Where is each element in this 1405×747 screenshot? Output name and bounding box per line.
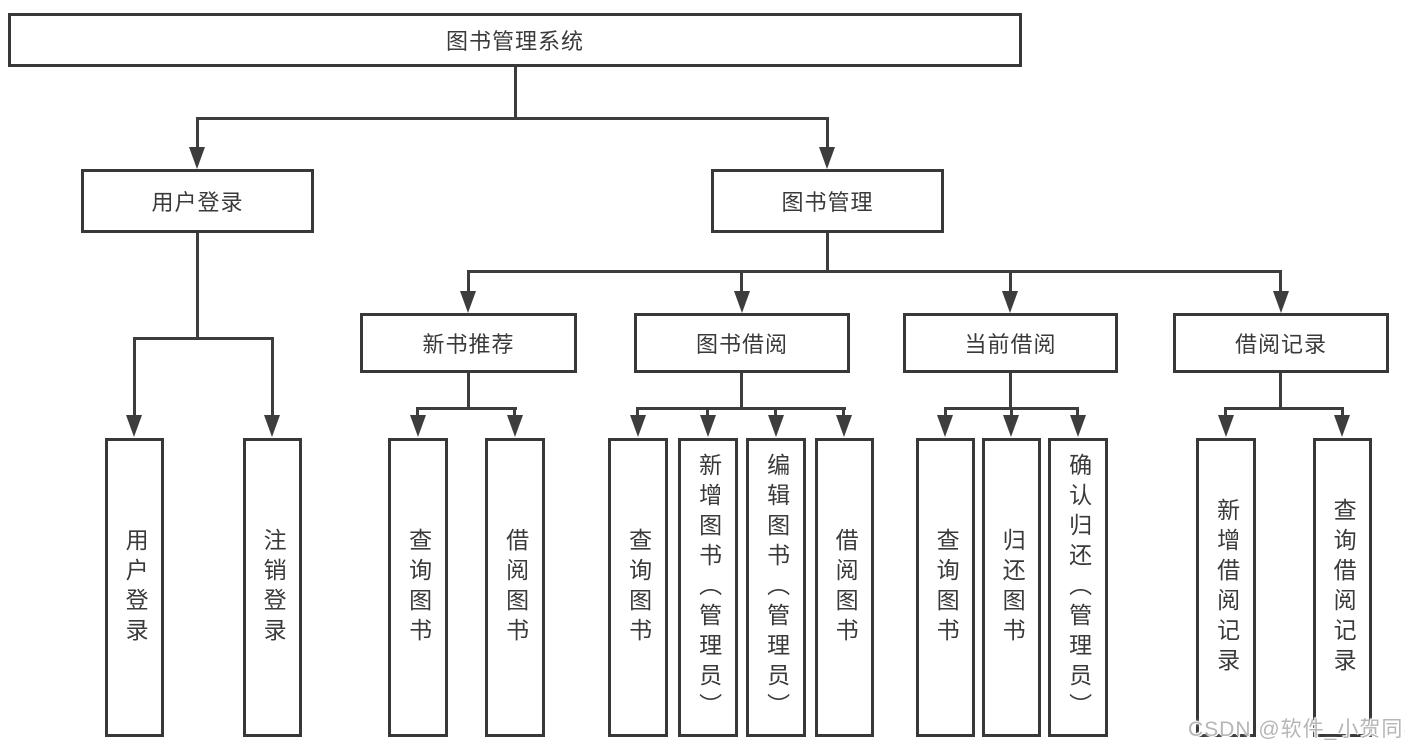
connector-current-stem [1009, 372, 1012, 409]
connector-records-stem [1279, 372, 1282, 409]
arrowhead-down-icon [836, 415, 852, 437]
leaf-query-borrow-record: 查询借阅记录 [1313, 438, 1372, 737]
arrowhead-down-icon [1003, 415, 1019, 437]
arrowhead-down-icon [189, 147, 205, 169]
connector-recommend-drop-2 [513, 407, 516, 417]
arrowhead-down-icon [1334, 415, 1350, 437]
node-new-book-recommend: 新书推荐 [360, 313, 577, 373]
leaf-add-books-admin: 新增图书（管理员） [678, 438, 738, 737]
connector-records-drop-2 [1341, 407, 1344, 417]
node-book-management: 图书管理 [711, 169, 944, 233]
connector-records-hbar [1224, 407, 1344, 410]
leaf-edit-books-admin: 编辑图书（管理员） [746, 438, 806, 737]
connector-bookmgmt-drop-3 [1009, 272, 1012, 291]
connector-records-drop-1 [1224, 407, 1227, 417]
leaf-add-borrow-record: 新增借阅记录 [1196, 438, 1256, 737]
leaf-confirm-return-admin: 确认归还（管理员） [1048, 438, 1108, 737]
arrowhead-down-icon [937, 415, 953, 437]
csdn-watermark: CSDN @软件_小贺同学 [1188, 718, 1405, 741]
node-book-borrowing: 图书借阅 [634, 313, 850, 373]
connector-bookmgmt-hbar [467, 270, 1282, 273]
arrowhead-down-icon [768, 415, 784, 437]
leaf-logout: 注销登录 [243, 438, 302, 737]
arrowhead-down-icon [1218, 415, 1234, 437]
leaf-return-books: 归还图书 [982, 438, 1041, 737]
arrowhead-down-icon [410, 415, 426, 437]
arrowhead-down-icon [700, 415, 716, 437]
connector-root-hbar [196, 117, 829, 120]
leaf-query-books-current: 查询图书 [916, 438, 975, 737]
arrowhead-down-icon [1070, 415, 1086, 437]
node-borrowing-records: 借阅记录 [1173, 313, 1389, 373]
connector-userlogin-drop-2 [271, 339, 274, 415]
node-current-borrowing: 当前借阅 [903, 313, 1118, 373]
connector-current-drop-2 [1010, 407, 1013, 417]
arrowhead-down-icon [507, 415, 523, 437]
connector-borrowing-drop-4 [842, 407, 845, 417]
connector-borrowing-stem [740, 372, 743, 409]
leaf-query-books-borrowing: 查询图书 [608, 438, 668, 737]
connector-borrowing-drop-2 [706, 407, 709, 417]
arrowhead-down-icon [126, 415, 142, 437]
leaf-user-login: 用户登录 [105, 438, 164, 737]
connector-borrowing-drop-3 [774, 407, 777, 417]
connector-recommend-drop-1 [416, 407, 419, 417]
connector-userlogin-drop-1 [133, 339, 136, 415]
arrowhead-down-icon [1273, 291, 1289, 313]
connector-current-drop-1 [944, 407, 947, 417]
connector-root-drop-left [196, 119, 199, 149]
arrowhead-down-icon [819, 147, 835, 169]
node-root-library-system: 图书管理系统 [8, 13, 1022, 67]
connector-userlogin-stem [196, 232, 199, 338]
connector-borrowing-drop-1 [636, 407, 639, 417]
arrowhead-down-icon [734, 291, 750, 313]
leaf-query-books-recommend: 查询图书 [388, 438, 448, 737]
connector-root-stem [514, 66, 517, 118]
arrowhead-down-icon [1002, 291, 1018, 313]
connector-recommend-hbar [416, 407, 517, 410]
arrowhead-down-icon [460, 291, 476, 313]
connector-bookmgmt-drop-1 [467, 272, 470, 291]
connector-bookmgmt-drop-4 [1279, 272, 1282, 291]
connector-borrowing-hbar [636, 407, 846, 410]
connector-current-drop-3 [1076, 407, 1079, 417]
arrowhead-down-icon [264, 415, 280, 437]
node-user-login: 用户登录 [81, 169, 314, 233]
arrowhead-down-icon [630, 415, 646, 437]
connector-recommend-stem [467, 372, 470, 409]
connector-bookmgmt-stem [826, 232, 829, 272]
connector-userlogin-hbar [133, 337, 274, 340]
leaf-borrow-books-recommend: 借阅图书 [485, 438, 545, 737]
connector-bookmgmt-drop-2 [740, 272, 743, 291]
connector-root-drop-right [826, 119, 829, 149]
leaf-borrow-books: 借阅图书 [815, 438, 874, 737]
